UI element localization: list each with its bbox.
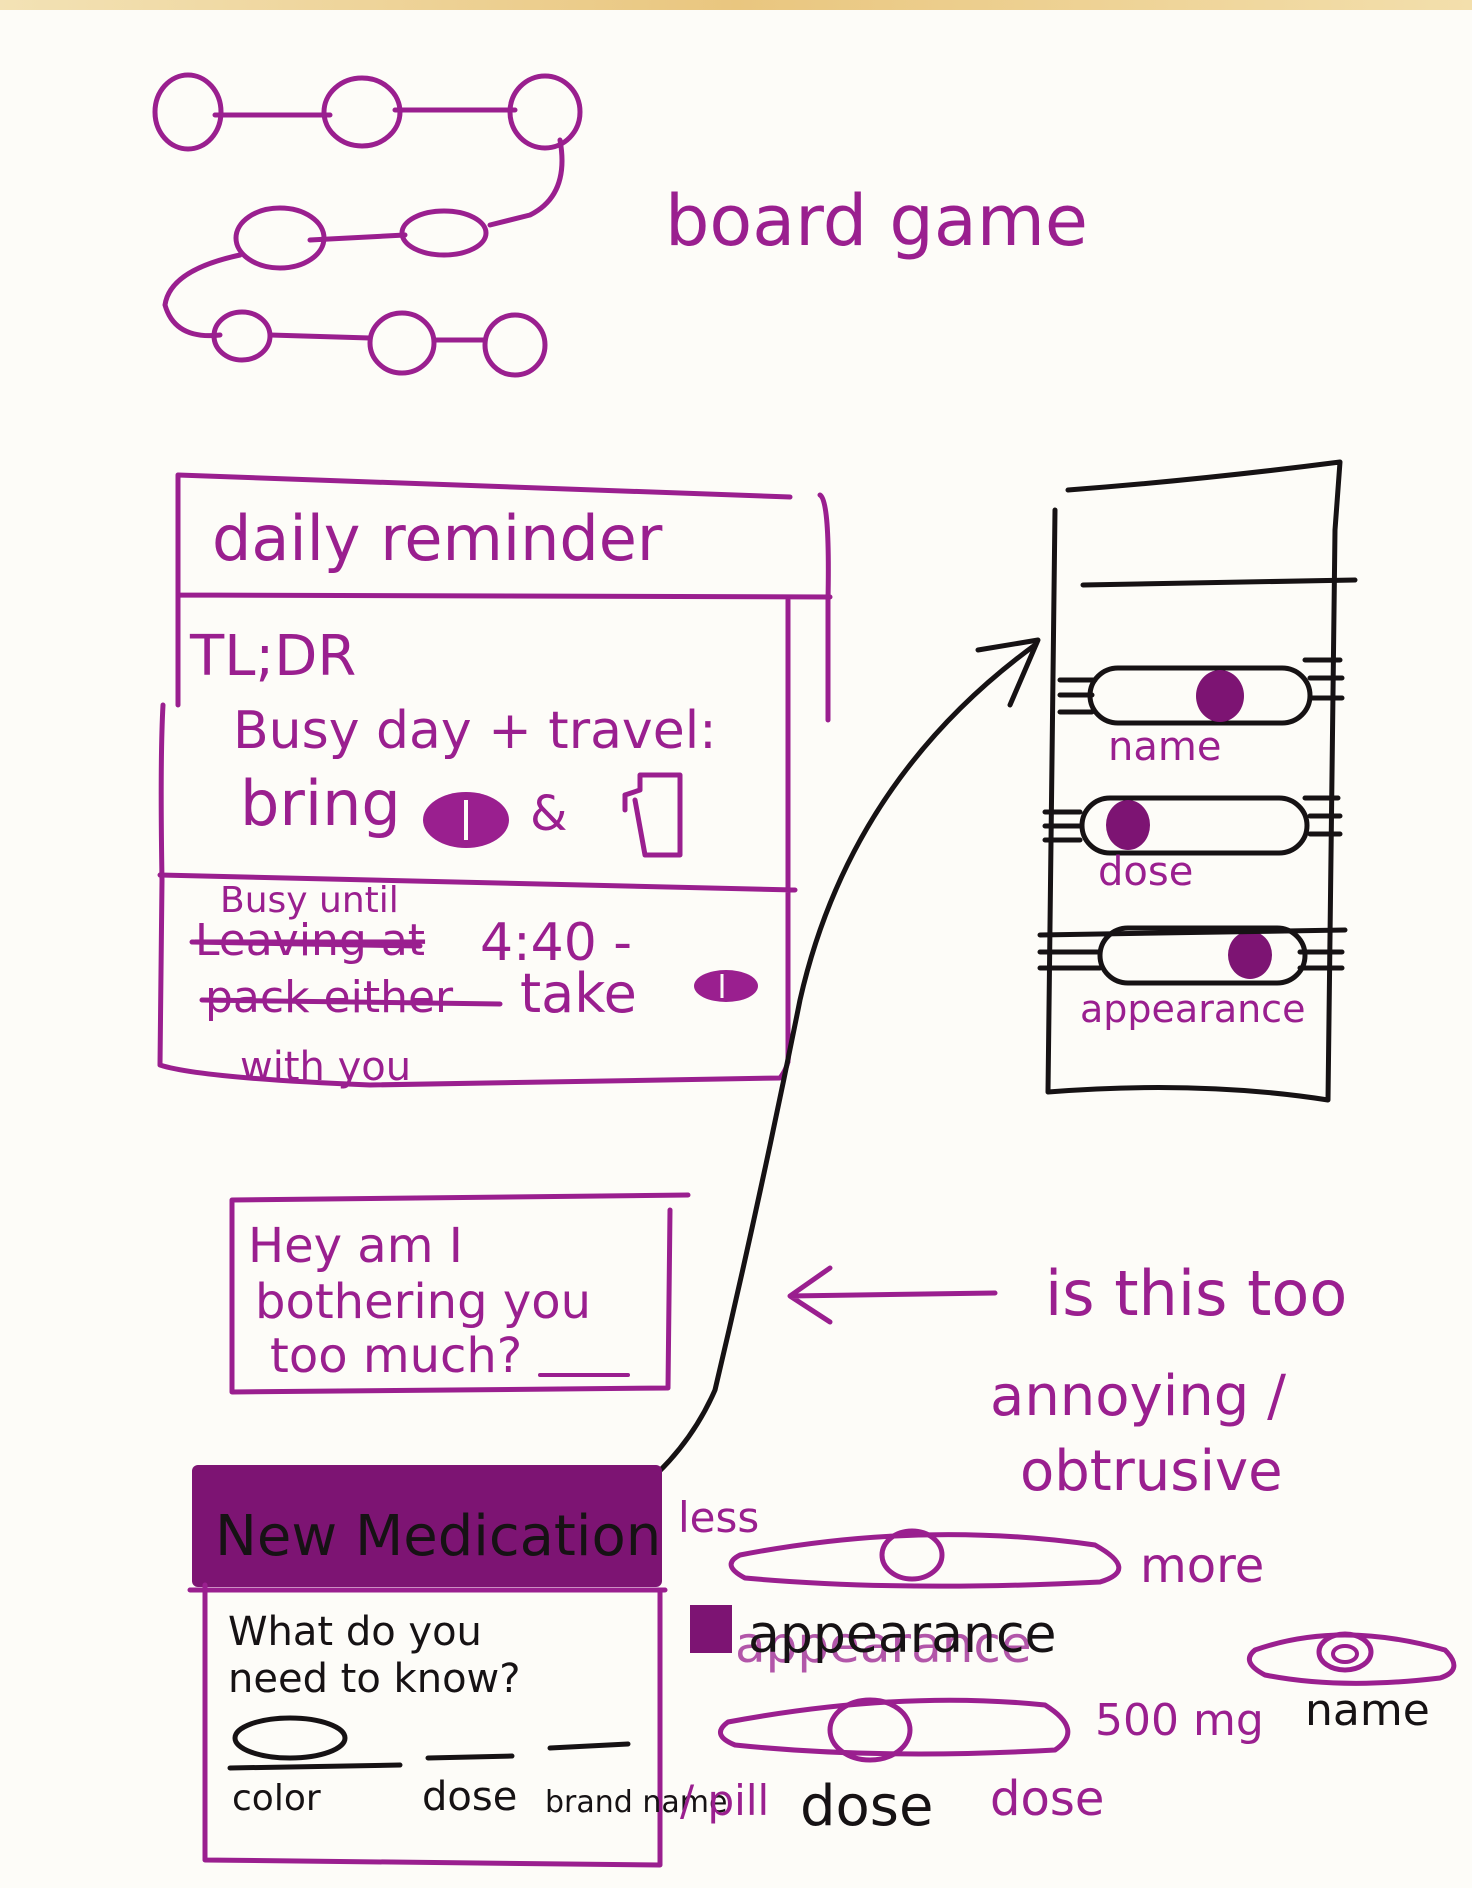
- note-struck-2: pack either: [205, 972, 454, 1023]
- tldr-line1: Busy day + travel:: [233, 701, 717, 761]
- strike-line: [189, 939, 423, 949]
- board-path-left: [162, 252, 243, 339]
- board-space: [399, 208, 489, 258]
- annotation-line1: is this too: [1045, 1257, 1347, 1330]
- slider-more-label: more: [1140, 1538, 1264, 1594]
- field-label-color: color: [232, 1778, 321, 1819]
- board-space: [152, 72, 224, 152]
- dose-black-label: dose: [800, 1774, 933, 1839]
- bother-prompt-card: [229, 1192, 691, 1395]
- per-pill-label: / pill: [680, 1776, 769, 1825]
- toggle-thumb[interactable]: [1316, 1631, 1374, 1673]
- board-space: [233, 205, 327, 271]
- slider-less-label: less: [678, 1493, 759, 1542]
- reminder-title: daily reminder: [212, 502, 663, 575]
- bother-line1: Hey am I: [248, 1218, 463, 1274]
- frequency-slider[interactable]: [728, 1528, 1122, 1589]
- question-line1: What do you: [228, 1609, 482, 1655]
- note-text: take: [520, 962, 637, 1025]
- slider-thumb[interactable]: [827, 1697, 913, 1763]
- phone-sketch: [1037, 459, 1358, 1103]
- board-space: [482, 312, 548, 378]
- name-label: name: [1305, 1685, 1430, 1736]
- water-bottle-icon: [622, 772, 683, 858]
- appearance-label: appearance: [748, 1605, 1057, 1665]
- tldr-amp: &: [530, 786, 567, 842]
- phone-toggle-label: appearance: [1080, 987, 1305, 1031]
- note-line3: with you: [240, 1044, 411, 1090]
- name-toggle[interactable]: [1246, 1631, 1457, 1686]
- board-game-sketch: [152, 72, 583, 378]
- appearance-label-under: appearance: [735, 1616, 1032, 1674]
- new-medication-card: [187, 1465, 668, 1868]
- annotation-arrow: [787, 1265, 998, 1325]
- note-time: 4:40 -: [480, 913, 632, 973]
- connector-arrow: [595, 637, 1041, 1521]
- board-space: [321, 75, 403, 149]
- paper-edge: [0, 0, 1472, 10]
- annotation-line2: annoying /: [990, 1364, 1286, 1429]
- phone-toggle-label: name: [1108, 724, 1221, 770]
- field-label-brand-name: brand name: [545, 1785, 727, 1820]
- board-space: [367, 310, 437, 376]
- board-path-top: [212, 107, 518, 118]
- pill-icon-small: [694, 970, 758, 1002]
- dose-value-label: 500 mg: [1095, 1695, 1264, 1746]
- field-label-dose: dose: [422, 1774, 517, 1820]
- color-swatch-input[interactable]: [227, 1715, 403, 1771]
- new-medication-header-bg: [192, 1465, 662, 1587]
- appearance-checkbox[interactable]: [690, 1605, 732, 1653]
- board-path-bottom: [267, 332, 488, 343]
- dose-slider[interactable]: [718, 1697, 1071, 1763]
- dose-input[interactable]: [425, 1753, 515, 1761]
- reminder-frame-top: [175, 472, 833, 723]
- note-insert: Busy until: [220, 880, 399, 921]
- question-line2: need to know?: [228, 1656, 520, 1702]
- reminder-dividers: [157, 597, 798, 1065]
- board-game-label: board game: [665, 180, 1088, 262]
- board-space: [507, 73, 583, 151]
- bother-line3: too much?: [270, 1328, 522, 1384]
- bother-line2: bothering you: [255, 1274, 591, 1330]
- tldr-heading: TL;DR: [189, 624, 356, 689]
- pill-icon: [423, 792, 509, 848]
- slider-thumb[interactable]: [879, 1528, 945, 1582]
- strike-line: [199, 997, 503, 1007]
- new-medication-header: New Medication: [215, 1504, 661, 1569]
- brand-name-input[interactable]: [547, 1741, 631, 1751]
- phone-toggle-label: dose: [1098, 849, 1193, 895]
- tldr-line2: bring: [240, 767, 401, 840]
- dose-magenta-label: dose: [990, 1771, 1104, 1827]
- board-space: [211, 309, 273, 363]
- board-path-turn: [487, 137, 565, 228]
- annotation-line3: obtrusive: [1020, 1439, 1283, 1504]
